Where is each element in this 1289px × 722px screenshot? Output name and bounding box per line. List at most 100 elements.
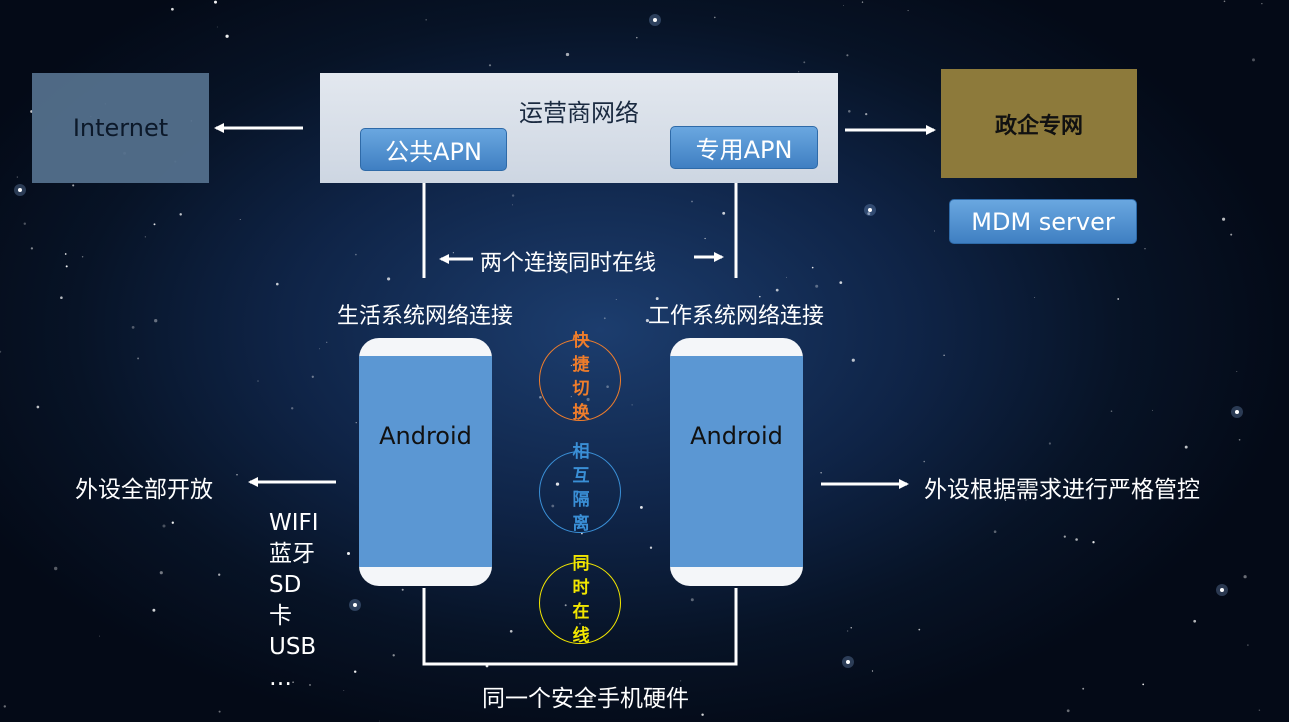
star (1184, 445, 1188, 449)
life-phone-screen (359, 356, 492, 567)
star (820, 472, 822, 474)
star (1142, 683, 1145, 686)
star (343, 690, 345, 691)
star (1004, 499, 1007, 502)
star (701, 713, 704, 716)
star (1151, 409, 1154, 411)
star (923, 460, 925, 463)
star (846, 54, 849, 57)
star (815, 284, 819, 288)
star (792, 310, 794, 313)
star (851, 358, 855, 362)
public-apn-badge: 公共APN (360, 128, 507, 171)
gov-network-box: 政企专网 (941, 69, 1137, 178)
private-apn-badge: 专用APN (670, 126, 818, 169)
star (214, 0, 217, 4)
star (1025, 499, 1027, 501)
star (865, 112, 868, 116)
star (425, 19, 427, 21)
star (846, 660, 850, 664)
star (1144, 247, 1146, 250)
star (144, 236, 146, 238)
star (509, 629, 513, 633)
star (64, 253, 67, 255)
star (18, 188, 22, 192)
star (16, 176, 18, 178)
star (355, 422, 357, 424)
star (581, 532, 583, 535)
life-phone: Android (359, 338, 492, 586)
star (218, 573, 221, 576)
star (785, 276, 788, 278)
star (1066, 709, 1070, 713)
life-system-title: 生活系统网络连接 (337, 304, 514, 329)
star (311, 375, 314, 378)
star (23, 222, 26, 225)
star (1082, 687, 1085, 690)
star (137, 357, 140, 360)
star (60, 296, 63, 299)
star (811, 266, 814, 269)
star (1063, 535, 1066, 538)
star (680, 303, 682, 305)
star (918, 628, 921, 631)
star (1235, 410, 1239, 414)
peripheral-item: WIFI (269, 510, 319, 536)
star (1243, 575, 1247, 579)
star (1092, 541, 1095, 544)
star (309, 684, 311, 686)
star (387, 277, 391, 281)
peripheral-item: USB (269, 634, 317, 660)
star (81, 256, 84, 258)
star (868, 208, 872, 212)
star (943, 354, 945, 356)
feature-ring-simultaneous (539, 562, 621, 644)
star (353, 603, 357, 607)
star (1075, 538, 1078, 541)
star (1193, 619, 1197, 623)
star (1223, 0, 1226, 3)
gov-network-label: 政企专网 (994, 113, 1083, 139)
star (1236, 370, 1238, 372)
star (401, 588, 404, 591)
star (775, 288, 779, 292)
star (171, 521, 174, 524)
mdm-server-badge: MDM server (949, 199, 1137, 244)
star (488, 64, 492, 67)
star (392, 654, 395, 657)
star (1258, 709, 1261, 711)
star (239, 219, 241, 220)
peripheral-item: … (269, 665, 292, 691)
carrier-network-title: 运营商网络 (519, 99, 639, 127)
star (292, 681, 294, 684)
star (236, 474, 238, 476)
star (98, 635, 101, 637)
star (54, 566, 58, 571)
feature-text-quick-switch: 快捷切换 (572, 331, 590, 423)
star (839, 281, 843, 284)
star (933, 230, 935, 232)
star (690, 598, 694, 602)
life-phone-label: Android (379, 422, 472, 450)
star (1230, 233, 1233, 236)
star (861, 1, 864, 3)
work-peripheral-text: 外设根据需求进行严格管控 (924, 477, 1200, 503)
star (65, 265, 68, 268)
star (1222, 217, 1226, 221)
star (257, 380, 259, 382)
star (154, 319, 158, 323)
hardware-label: 同一个安全手机硬件 (482, 686, 689, 712)
star (276, 282, 279, 286)
feature-ring-isolation (539, 451, 621, 533)
star (353, 670, 357, 673)
life-peripheral-text: 外设全部开放 (75, 477, 213, 503)
carrier-network-box: 运营商网络 公共APN 专用APN (320, 73, 838, 183)
star (179, 213, 182, 216)
star (589, 696, 593, 700)
star (655, 297, 659, 301)
star (1147, 484, 1149, 487)
star (319, 348, 321, 350)
star (704, 237, 706, 240)
star (30, 247, 34, 250)
